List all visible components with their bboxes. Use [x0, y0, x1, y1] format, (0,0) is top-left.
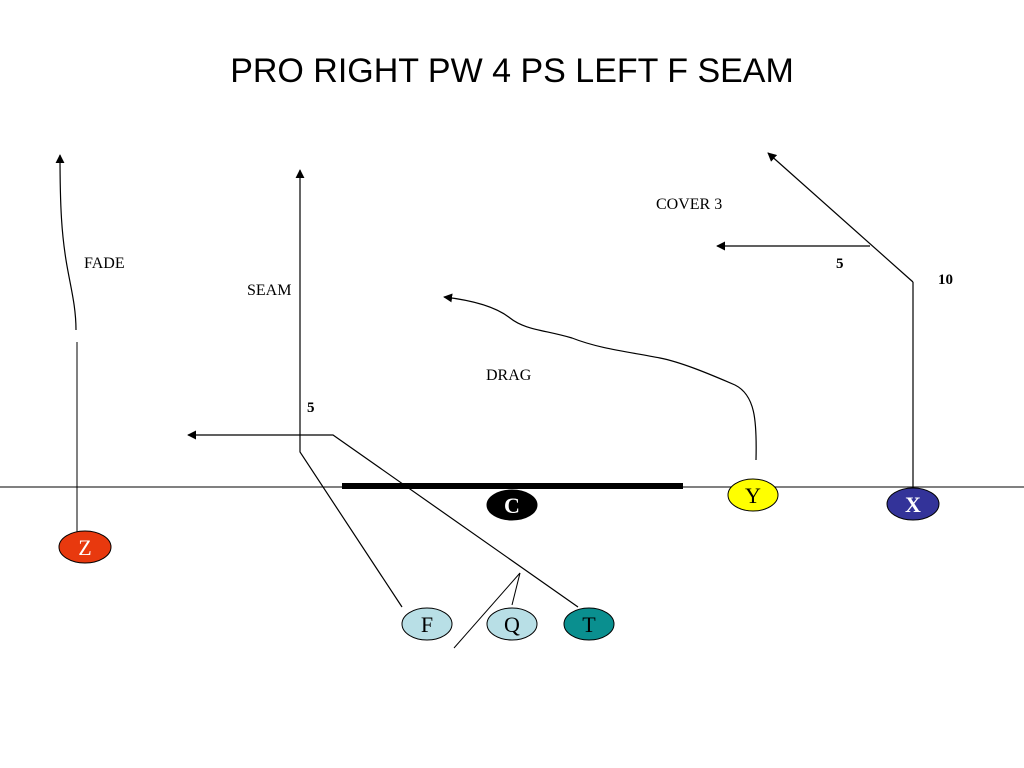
- player-q-label: Q: [504, 612, 520, 637]
- player-x-marker: [886, 487, 940, 521]
- player-c: C: [486, 489, 538, 521]
- player-t-marker: [563, 607, 615, 641]
- player-y-label: Y: [745, 483, 761, 508]
- play-title: PRO RIGHT PW 4 PS LEFT F SEAM: [230, 52, 794, 90]
- player-f: F: [401, 607, 453, 641]
- fade-label: FADE: [84, 255, 125, 272]
- player-z-label: Z: [78, 535, 91, 560]
- player-q: Q: [486, 607, 538, 641]
- f-out-depth: 5: [307, 400, 315, 416]
- qb-drop-line: [453, 572, 521, 649]
- y-drag-route: [443, 293, 757, 461]
- player-t-label: T: [582, 612, 596, 637]
- player-c-label: C: [504, 493, 520, 518]
- seam-label: SEAM: [247, 282, 292, 299]
- x-out-depth: 5: [836, 256, 844, 272]
- f-seam-route: [295, 169, 403, 608]
- qb-tick-line: [511, 572, 521, 606]
- player-y-marker: [727, 478, 779, 512]
- player-z: Z: [58, 530, 112, 564]
- player-x-label: X: [905, 492, 921, 517]
- coverage-label: COVER 3: [656, 196, 723, 213]
- player-z-marker: [58, 530, 112, 564]
- player-c-marker: [486, 489, 538, 521]
- player-f-label: F: [421, 612, 433, 637]
- t-out-route: [187, 430, 579, 608]
- z-fade-route: [55, 154, 77, 331]
- x-post-depth: 10: [938, 272, 953, 288]
- player-q-marker: [486, 607, 538, 641]
- player-t: T: [563, 607, 615, 641]
- player-y: Y: [727, 478, 779, 512]
- drag-label: DRAG: [486, 367, 532, 384]
- player-x: X: [886, 487, 940, 521]
- player-f-marker: [401, 607, 453, 641]
- x-post-route: [767, 152, 914, 283]
